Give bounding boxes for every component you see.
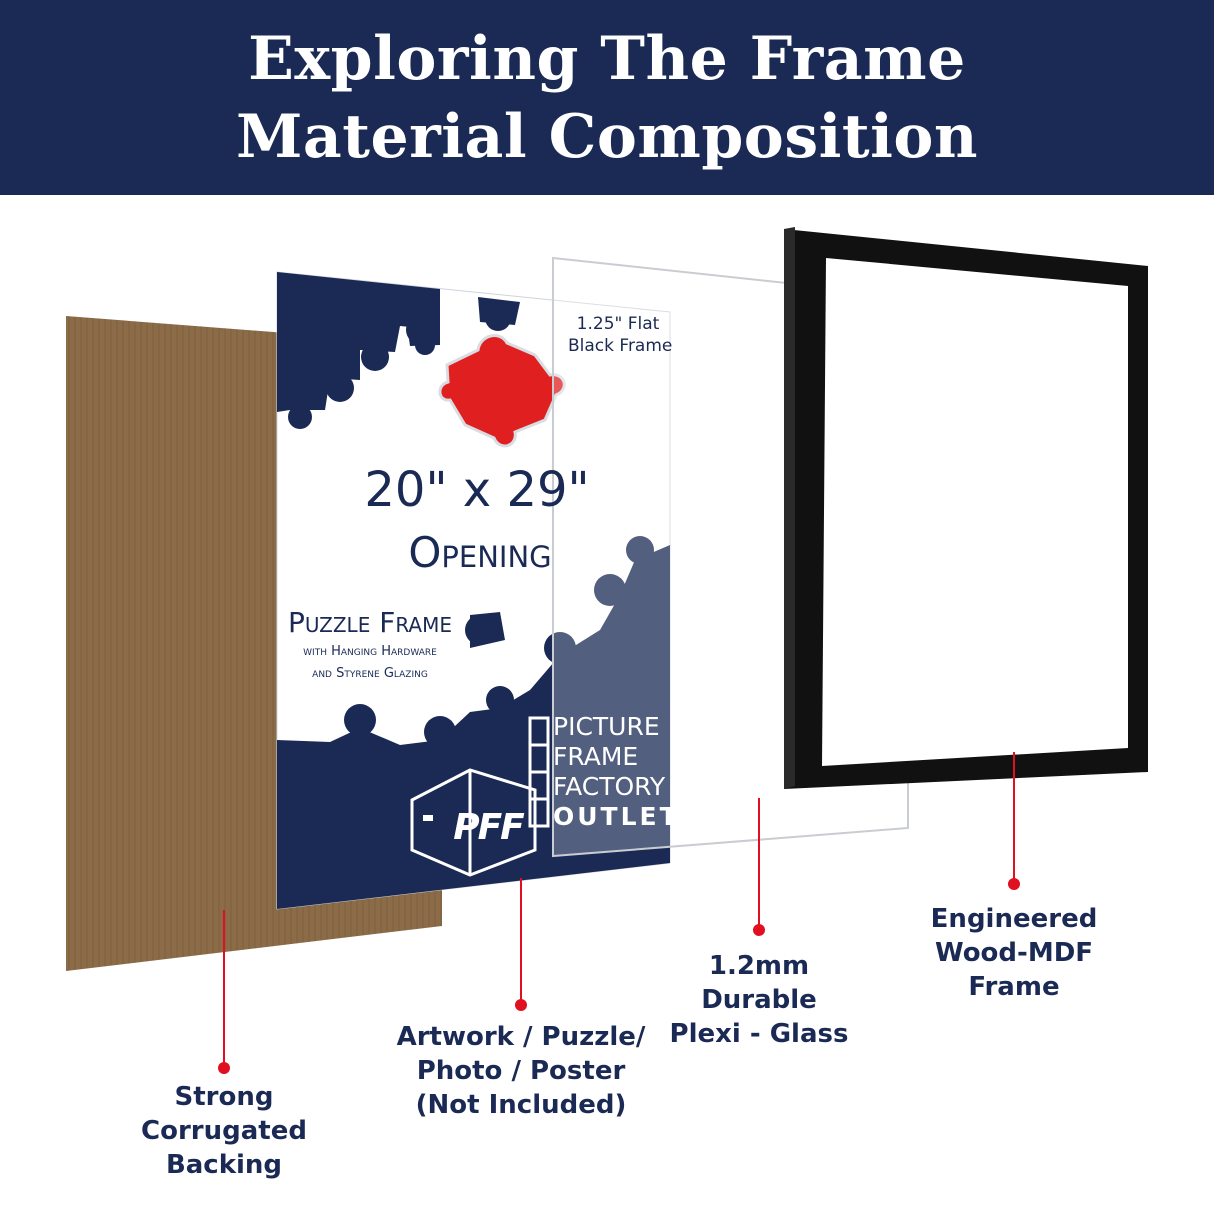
poster-size: 20" x 29" (364, 462, 590, 518)
red-puzzle-piece (438, 334, 566, 448)
poster-detail-line-1: with Hanging Hardware (303, 644, 437, 659)
puzzle-pattern (277, 272, 670, 909)
black-mdf-frame (784, 227, 1148, 789)
label-glass-line-2: Durable (701, 985, 817, 1015)
label-artwork-line-2: Photo / Poster (416, 1056, 626, 1086)
brand-line-1: PICTURE (553, 712, 660, 741)
label-artwork: Artwork / Puzzle/ Photo / Poster (Not In… (391, 1020, 651, 1122)
pff-logo-icon (410, 716, 550, 877)
title-banner: Exploring The Frame Material Composition (0, 0, 1214, 195)
poster-product-name: Puzzle Frame (287, 606, 453, 639)
callout-dots (218, 878, 1020, 1074)
callout-lines (223, 752, 1015, 1068)
label-backing-line-2: Corrugated (141, 1116, 307, 1146)
poster-artwork (276, 271, 671, 910)
brand-name: PICTURE FRAME FACTORY OUTLET (553, 712, 680, 832)
logo-window (423, 815, 433, 821)
label-backing: Strong Corrugated Backing (114, 1080, 334, 1182)
label-artwork-line-3: (Not Included) (415, 1090, 627, 1120)
brand-line-2: FRAME (553, 742, 639, 771)
brand-line-4: OUTLET (553, 802, 680, 831)
frame-spec-text: 1.25" Flat Black Frame (568, 313, 673, 357)
label-glass: 1.2mm Durable Plexi - Glass (657, 949, 861, 1051)
label-backing-line-1: Strong (174, 1082, 274, 1112)
title-line-2: Material Composition (235, 101, 979, 172)
label-glass-line-3: Plexi - Glass (669, 1019, 849, 1049)
label-glass-line-1: 1.2mm (708, 951, 810, 981)
poster-product-details: with Hanging Hardware and Styrene Glazin… (270, 641, 470, 685)
label-frame-line-1: Engineered (930, 904, 1098, 934)
label-artwork-line-1: Artwork / Puzzle/ (396, 1022, 646, 1052)
logo-letters: PFF (453, 807, 525, 848)
frame-spec-line-2: Black Frame (568, 336, 673, 356)
label-frame: Engineered Wood-MDF Frame (904, 902, 1124, 1004)
label-backing-line-3: Backing (165, 1150, 283, 1180)
label-frame-line-3: Frame (968, 972, 1060, 1002)
title-line-1: Exploring The Frame (248, 23, 966, 94)
poster-detail-line-2: and Styrene Glazing (312, 666, 428, 681)
frame-spec-line-1: 1.25" Flat (576, 314, 660, 334)
label-frame-line-2: Wood-MDF (934, 938, 1094, 968)
poster-opening: Opening (408, 528, 552, 577)
brand-line-3: FACTORY (553, 772, 666, 801)
